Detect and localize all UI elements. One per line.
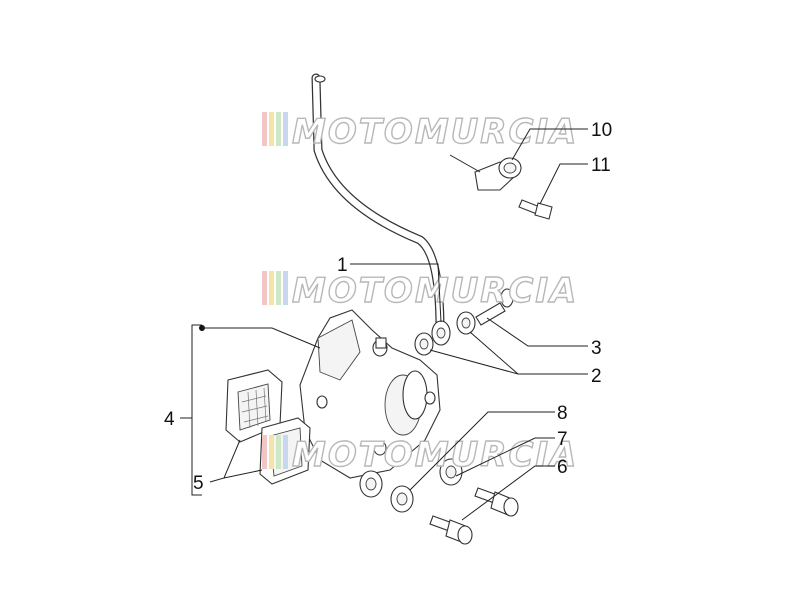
callout-labels: 1 2 3 4 5 6 7 8 10 11 (164, 120, 612, 494)
watermark-text: MOTOMURCIA (292, 271, 578, 311)
watermark: MOTOMURCIA (262, 270, 578, 312)
watermark-stripe (283, 112, 288, 146)
watermark-stripe (269, 271, 274, 305)
callout-1: 1 (337, 255, 348, 276)
watermark-stripe (269, 112, 274, 146)
callout-8: 8 (557, 403, 568, 424)
watermark-stripe (276, 112, 281, 146)
caliper-bolt (474, 487, 519, 517)
caliper-washer (359, 458, 463, 513)
callout-2: 2 (591, 366, 602, 387)
watermark-stripe (283, 271, 288, 305)
leader-lines (180, 128, 588, 521)
watermark-stripe (276, 435, 281, 469)
callout-5: 5 (193, 473, 204, 494)
watermark-stripe (283, 435, 288, 469)
watermark-stripe (262, 435, 267, 469)
banjo-fitting (431, 320, 451, 346)
banjo-bolt (475, 288, 514, 326)
callout-10: 10 (591, 120, 612, 141)
sealing-washer (414, 311, 476, 356)
brake-pad (225, 369, 283, 443)
clamp-screw (518, 199, 553, 220)
watermark-stripe (269, 435, 274, 469)
callout-3: 3 (591, 338, 602, 359)
callout-11: 11 (591, 155, 611, 176)
watermark-stripe (276, 271, 281, 305)
callout-4: 4 (164, 409, 175, 430)
watermark-stripe (262, 112, 267, 146)
callout-7: 7 (557, 429, 568, 450)
watermark-stripe (262, 271, 267, 305)
watermark: MOTOMURCIA (262, 111, 578, 153)
caliper-body (299, 309, 441, 479)
caliper-bolt (429, 515, 473, 545)
hose-clamp (474, 157, 522, 191)
watermark-text: MOTOMURCIA (292, 112, 578, 152)
callout-6: 6 (557, 457, 568, 478)
watermark-text: MOTOMURCIA (292, 435, 578, 475)
brake-hose (311, 73, 445, 335)
